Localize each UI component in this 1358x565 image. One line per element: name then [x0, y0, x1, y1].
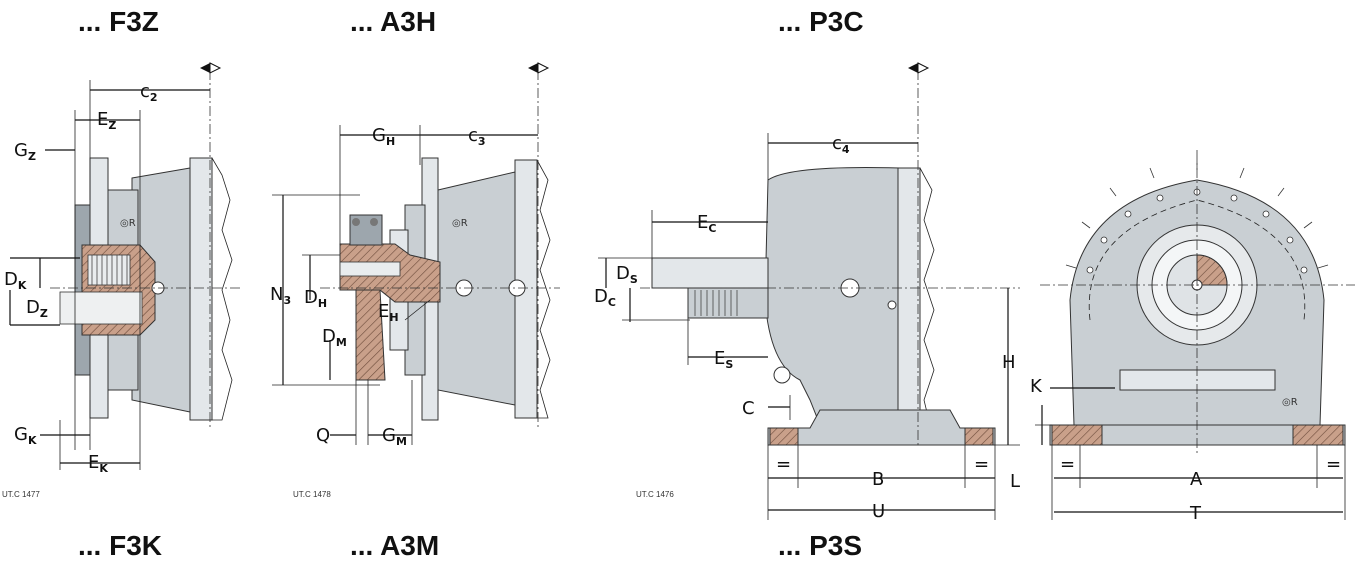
dim-t: T — [1189, 503, 1202, 524]
gearbox-front-view-drawing: ◎R — [1035, 150, 1355, 520]
dim-a: A — [1190, 469, 1203, 490]
dim-eq-right: = — [974, 454, 989, 475]
dim-dk: DK — [4, 269, 27, 292]
gearbox-f3z-drawing: ◎R — [9, 62, 240, 470]
dim-q: Q — [316, 425, 330, 446]
dim-gk: GK — [14, 424, 37, 447]
dim-u: U — [872, 501, 885, 522]
figure-ref-1478: UT.C 1478 — [293, 490, 331, 499]
dim-dm: DM — [322, 326, 347, 349]
dim-eq-front-right: = — [1326, 454, 1341, 475]
dim-h: H — [1002, 352, 1016, 373]
gearbox-p3c-side-drawing — [598, 62, 1020, 520]
dim-es: ES — [714, 348, 733, 371]
svg-text:◎R: ◎R — [1282, 397, 1298, 408]
dim-n3: N3 — [270, 284, 291, 307]
dim-dc: DC — [594, 286, 616, 309]
dim-ek: EK — [88, 452, 108, 475]
dim-dz: DZ — [26, 297, 48, 320]
title-p3c: ... P3C — [778, 6, 864, 37]
title-f3z: ... F3Z — [78, 6, 159, 37]
dim-c2: c2 — [140, 81, 158, 104]
dim-k: K — [1030, 376, 1043, 397]
dim-b: B — [872, 469, 884, 490]
dim-eq-front-left: = — [1060, 454, 1075, 475]
figure-ref-1476: UT.C 1476 — [636, 490, 674, 499]
dim-gm: GM — [382, 425, 407, 448]
dim-c4: c4 — [832, 133, 850, 156]
dim-ec: EC — [697, 212, 716, 235]
dim-gh: GH — [372, 125, 395, 148]
dim-ds: DS — [616, 263, 638, 286]
svg-text:◎R: ◎R — [120, 218, 136, 229]
dim-eq-left: = — [776, 454, 791, 475]
dim-l: L — [1010, 471, 1020, 492]
dim-ez: EZ — [97, 109, 116, 132]
title-p3s: ... P3S — [778, 530, 863, 561]
gearbox-a3h-drawing: ◎R — [272, 62, 560, 445]
title-a3h: ... A3H — [350, 6, 437, 37]
svg-text:◎R: ◎R — [452, 218, 468, 229]
dim-dh: DH — [304, 287, 327, 310]
title-f3k: ... F3K — [78, 530, 163, 561]
dim-eh: EH — [378, 301, 399, 324]
figure-ref-1477: UT.C 1477 — [2, 490, 40, 499]
dim-c: C — [742, 398, 755, 419]
dim-gz: GZ — [14, 140, 36, 163]
dim-c3: c3 — [468, 125, 486, 148]
title-a3m: ... A3M — [350, 530, 440, 561]
